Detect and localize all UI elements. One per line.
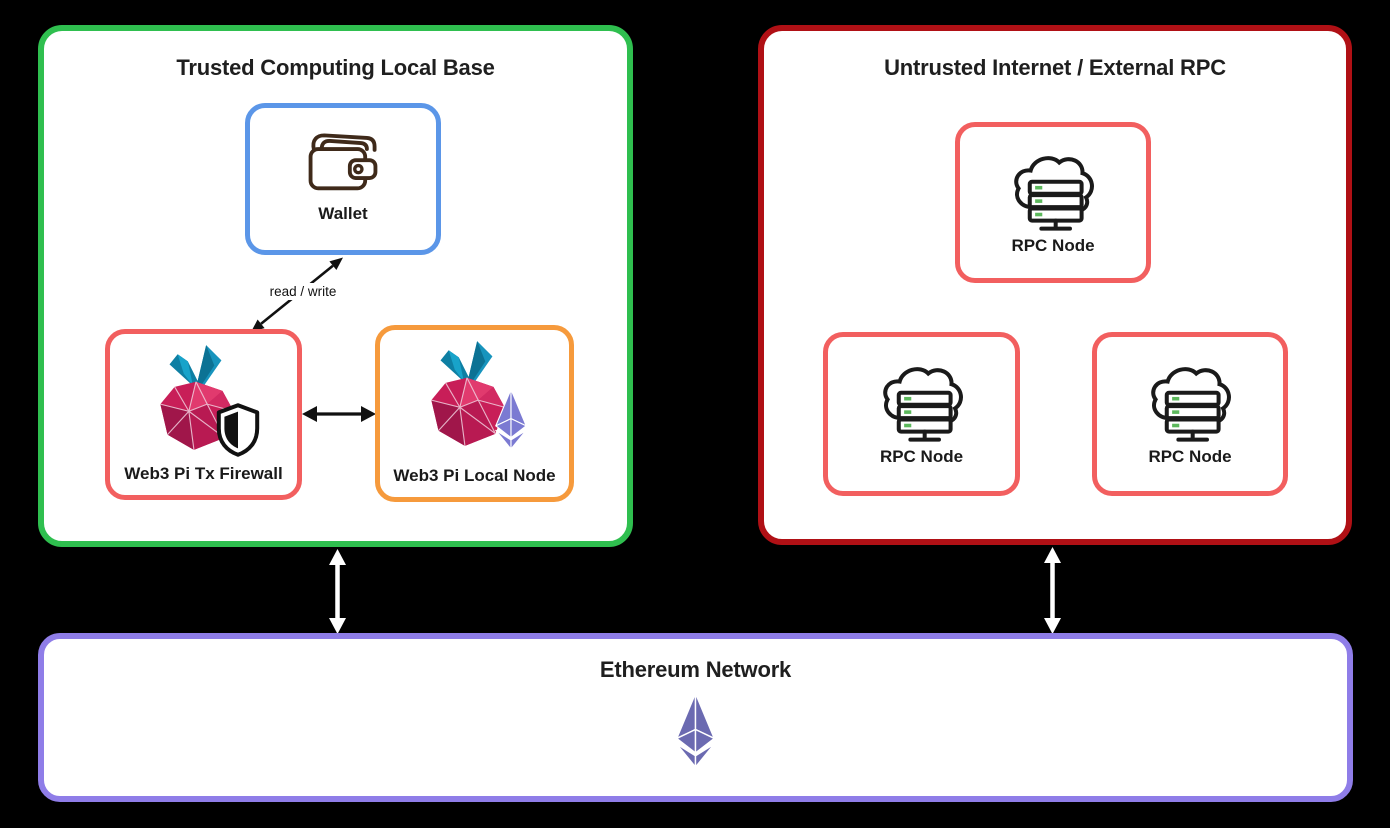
local-node-label: Web3 Pi Local Node — [393, 466, 556, 485]
node-rpc-3: RPC Node — [1092, 332, 1288, 496]
node-rpc-1: RPC Node — [955, 122, 1151, 283]
firewall-localnode-arrow — [302, 406, 376, 422]
wallet-label: Wallet — [318, 204, 368, 223]
node-wallet: Wallet — [245, 103, 441, 255]
rpc-label: RPC Node — [1011, 235, 1095, 255]
local-node-icon-cluster — [412, 336, 538, 452]
trusted-zone-title: Trusted Computing Local Base — [176, 55, 495, 80]
zone-ethereum-network: Ethereum Network — [38, 633, 1353, 802]
ethereum-logo-icon — [672, 692, 719, 768]
node-tx-firewall: Web3 Pi Tx Firewall — [105, 329, 302, 500]
shield-icon — [213, 402, 263, 458]
rpc-label: RPC Node — [879, 447, 964, 466]
trusted-ethereum-arrow — [329, 549, 346, 634]
untrusted-ethereum-arrow — [1044, 547, 1061, 634]
rpc-label: RPC Node — [1148, 447, 1232, 466]
firewall-label: Web3 Pi Tx Firewall — [124, 464, 283, 483]
cloud-server-icon — [877, 361, 967, 445]
node-local-node: Web3 Pi Local Node — [375, 325, 574, 502]
wallet-icon — [300, 126, 386, 196]
zone-untrusted-internet: Untrusted Internet / External RPC RPC No… — [758, 25, 1352, 545]
untrusted-zone-title: Untrusted Internet / External RPC — [884, 55, 1226, 80]
cloud-server-icon — [1008, 150, 1098, 234]
zone-trusted-computing: Trusted Computing Local Base Wallet read… — [38, 25, 633, 547]
firewall-icon-cluster — [141, 340, 267, 456]
read-write-label: read / write — [248, 283, 358, 300]
ethereum-icon — [492, 388, 530, 450]
cloud-server-icon — [1145, 361, 1235, 445]
ethereum-zone-title: Ethereum Network — [599, 657, 792, 682]
node-rpc-2: RPC Node — [823, 332, 1020, 496]
